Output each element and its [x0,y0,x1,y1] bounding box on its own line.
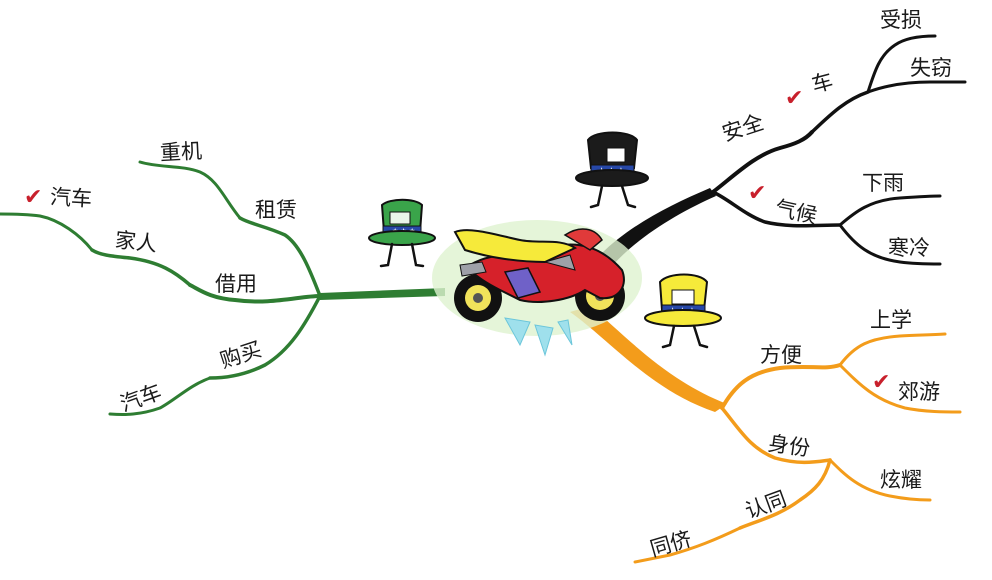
green-line-rent-sub [138,160,242,220]
label-family: 家人 [113,227,159,257]
black-line-leaf-cold [838,223,942,266]
green-trunk [320,288,445,300]
label-leaf-outing: 郊游 [898,380,940,404]
label-rent: 租赁 [255,198,297,222]
checkmark-icon: ✔ [748,181,767,206]
label-rent-sub: 重机 [159,138,203,166]
black-line-safety [711,130,814,194]
label-convenience: 方便 [760,343,802,367]
black-hat-icon: ★ ★ ★ [575,131,649,209]
yellow-hat-icon: ★ ★ ★ [644,273,722,349]
orange-line-leaf-outing [838,363,962,414]
orange-line-convenience [720,363,842,410]
green-line-borrow [188,283,322,304]
black-branch [600,34,967,266]
green-hat-icon: ★ ★ ★ [368,198,436,268]
black-line-safety-sub [810,90,870,134]
green-line-buy [208,294,322,380]
orange-line-leaf-peers [633,526,742,564]
black-line-leaf-stolen [866,80,967,94]
label-leaf-cold: 寒冷 [888,236,930,260]
orange-trunk [570,306,727,412]
black-line-leaf-damaged [866,34,937,94]
green-line-borrow-sub [90,248,192,287]
label-family-sub: 汽车 [49,184,93,212]
label-leaf-rain: 下雨 [862,171,904,195]
label-leaf-stolen: 失窃 [910,56,952,80]
black-line-weather [711,190,842,228]
orange-branch [570,306,962,564]
black-line-leaf-rain [838,194,942,227]
checkmark-icon: ✔ [24,185,43,210]
motorcycle-icon [432,220,642,357]
label-identity: 身份 [766,431,812,461]
checkmark-icon: ✔ [872,370,891,395]
label-leaf-damaged: 受损 [880,8,922,32]
black-trunk [600,188,716,266]
green-line-family-sub [0,212,94,252]
label-borrow: 借用 [215,272,257,296]
label-leaf-school: 上学 [870,308,912,332]
orange-line-identity [720,406,832,465]
green-branch [0,160,445,416]
label-leaf-show: 炫耀 [880,468,922,492]
green-line-rent [238,216,322,298]
checkmark-icon: ✔ [785,86,804,111]
green-line-buy-sub [108,376,212,416]
orange-line-recognition [738,458,832,530]
orange-line-leaf-show [828,458,932,502]
orange-line-leaf-school [838,332,947,367]
